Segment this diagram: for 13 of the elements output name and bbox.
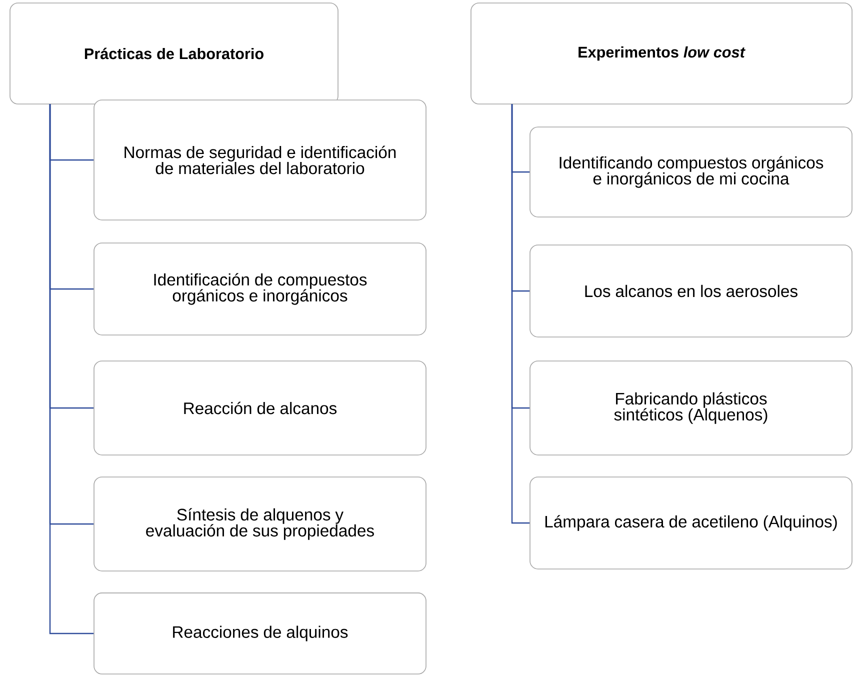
- header-box: Experimentos low cost: [470, 2, 852, 104]
- item-box: Identificando compuestos orgánicos e inorgánicos de mi cocina: [530, 126, 852, 218]
- item-box: Reacción de alcanos: [94, 360, 426, 456]
- item-box: Reacciones de alquinos: [94, 592, 426, 674]
- item-box: Lámpara casera de acetileno (Alquinos): [530, 476, 852, 570]
- header-box: Prácticas de Laboratorio: [10, 2, 338, 104]
- item-box: Normas de seguridad e identificación de materiales del laboratorio: [94, 100, 426, 220]
- item-box: Identificación de compuestos orgánicos e inorgánicos: [94, 242, 426, 336]
- connector-line: [49, 104, 94, 634]
- item-box: Los alcanos en los aerosoles: [530, 244, 852, 338]
- item-box: Síntesis de alquenos y evaluación de sus propiedades: [94, 476, 426, 572]
- connector-line: [511, 104, 530, 524]
- item-box: Fabricando plásticos sintéticos (Alquenos): [530, 360, 852, 456]
